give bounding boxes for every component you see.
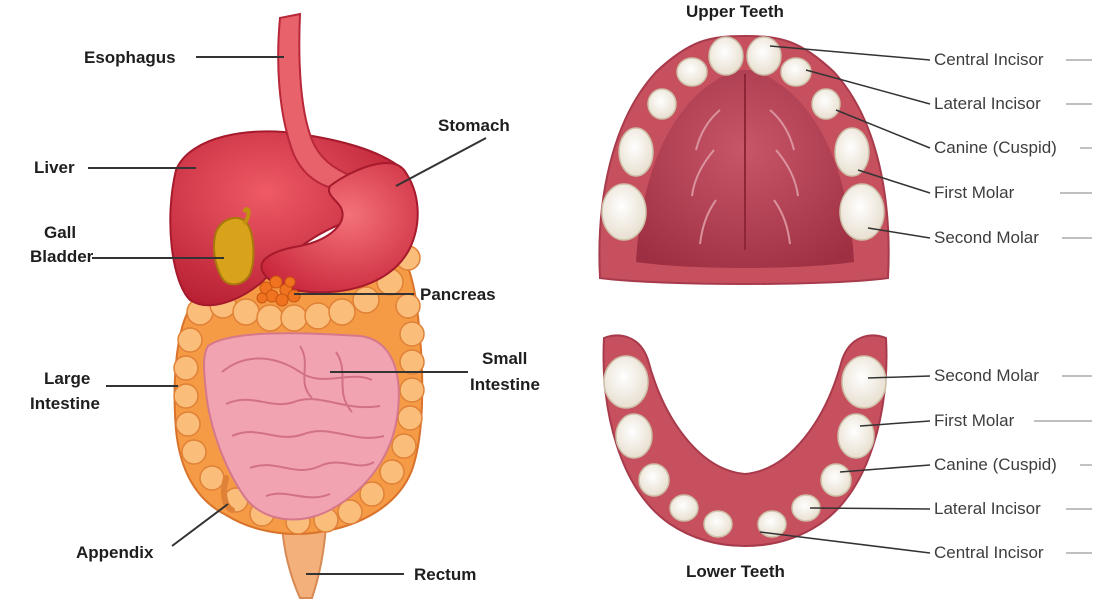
- gall-bladder-organ: [214, 218, 253, 284]
- label-stomach: Stomach: [438, 115, 510, 136]
- label-gall-bladder-line2: Bladder: [30, 246, 93, 267]
- upper-label-central-incisor: Central Incisor: [934, 50, 1044, 70]
- label-esophagus: Esophagus: [84, 47, 176, 68]
- label-rectum: Rectum: [414, 564, 476, 585]
- label-large-intestine-line1: Large: [44, 368, 90, 389]
- upper-teeth-title: Upper Teeth: [686, 2, 784, 22]
- label-gall-bladder-line1: Gall: [44, 222, 76, 243]
- upper-label-lateral-incisor: Lateral Incisor: [934, 94, 1041, 114]
- label-large-intestine-line2: Intestine: [30, 393, 100, 414]
- upper-label-second-molar: Second Molar: [934, 228, 1039, 248]
- label-pancreas: Pancreas: [420, 284, 496, 305]
- lower-label-second-molar: Second Molar: [934, 366, 1039, 386]
- label-appendix: Appendix: [76, 542, 153, 563]
- lower-teeth-title: Lower Teeth: [686, 562, 785, 582]
- rectum-organ: [282, 525, 326, 598]
- lower-label-central-incisor: Central Incisor: [934, 543, 1044, 563]
- lower-label-lateral-incisor: Lateral Incisor: [934, 499, 1041, 519]
- label-liver: Liver: [34, 157, 75, 178]
- lower-label-canine: Canine (Cuspid): [934, 455, 1057, 475]
- label-small-intestine-line2: Intestine: [470, 374, 540, 395]
- label-small-intestine-line1: Small: [482, 348, 527, 369]
- teeth-label-tails: [1034, 60, 1092, 553]
- upper-label-first-molar: First Molar: [934, 183, 1014, 203]
- lower-label-first-molar: First Molar: [934, 411, 1014, 431]
- upper-label-canine: Canine (Cuspid): [934, 138, 1057, 158]
